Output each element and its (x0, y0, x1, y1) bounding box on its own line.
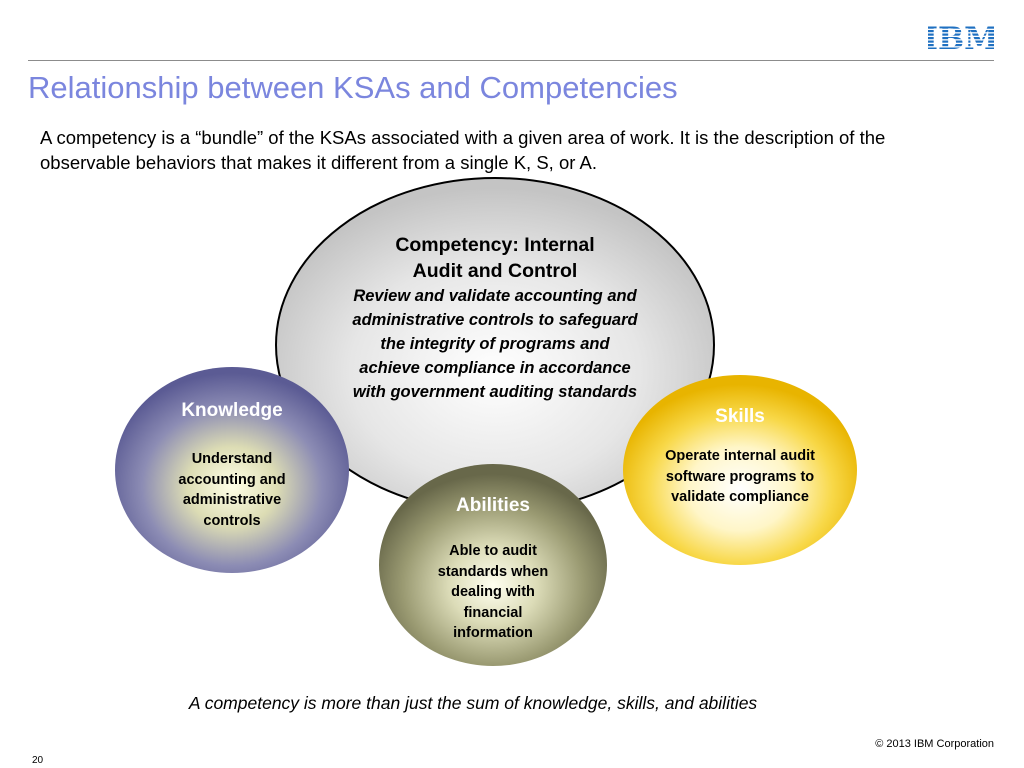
competency-description: Review and validate accounting and admin… (352, 287, 638, 401)
knowledge-label-group: Knowledge Understand accounting and admi… (152, 400, 312, 531)
knowledge-title: Knowledge (181, 400, 283, 421)
intro-text: A competency is a “bundle” of the KSAs a… (40, 127, 886, 173)
abilities-description: Able to audit standards when dealing wit… (437, 543, 549, 641)
copyright-text: © 2013 IBM Corporation (875, 738, 994, 750)
skills-title: Skills (715, 406, 765, 427)
abilities-circle (379, 464, 607, 666)
skills-circle (623, 375, 857, 565)
skills-label-group: Skills Operate internal audit software p… (665, 406, 815, 508)
summary-caption: A competency is more than just the sum o… (188, 693, 758, 713)
ibm-logo: IBM (928, 23, 994, 51)
abilities-label-group: Abilities Able to audit standards when d… (418, 495, 568, 644)
header-rule (28, 60, 994, 61)
page-number: 20 (32, 755, 44, 766)
svg-text:IBM: IBM (928, 23, 994, 51)
abilities-title: Abilities (456, 495, 530, 516)
knowledge-description: Understand accounting and administrative… (178, 451, 286, 529)
skills-description: Operate internal audit software programs… (665, 448, 815, 505)
competency-label-group: Competency: Internal Audit and Control R… (350, 232, 640, 404)
knowledge-circle (115, 367, 349, 573)
slide-title: Relationship between KSAs and Competenci… (28, 70, 678, 105)
competency-title: Competency: Internal Audit and Control (395, 234, 595, 282)
